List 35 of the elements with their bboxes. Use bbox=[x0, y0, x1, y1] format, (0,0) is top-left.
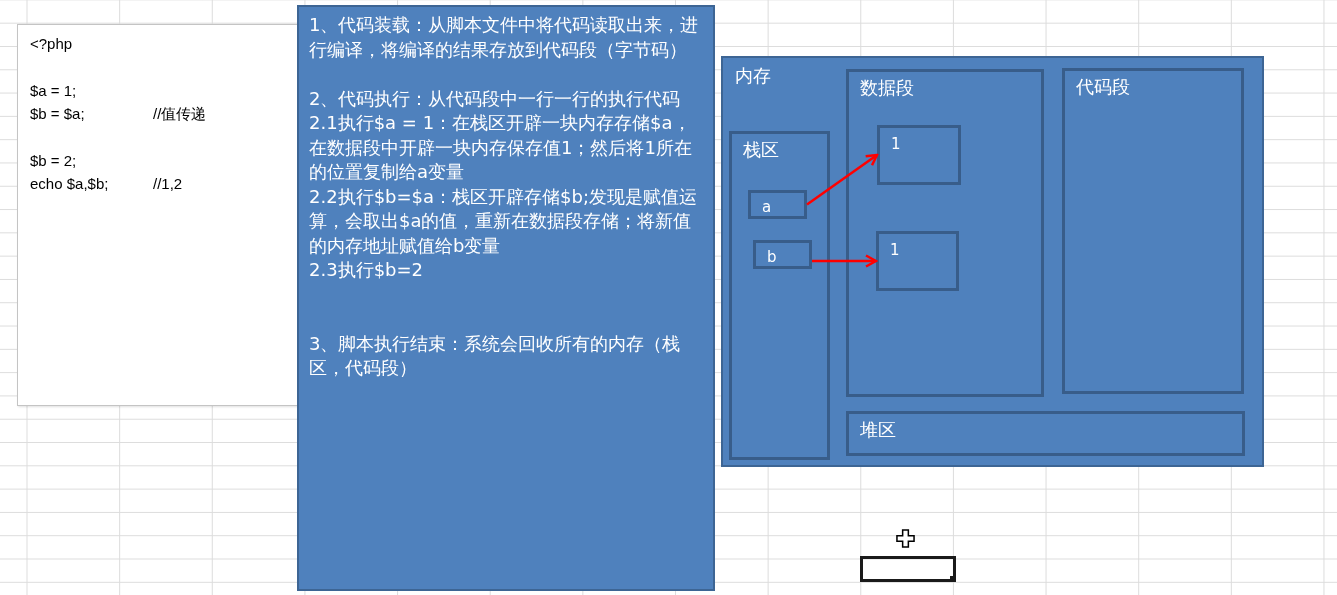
box-label: 内存 bbox=[734, 64, 772, 88]
variable-name: a bbox=[761, 197, 773, 218]
note-paragraph: 2.2执行$b=$a：栈区开辟存储$b;发现是赋值运算，会取出$a的值，重新在数据段存储；将新值的内存地址赋值给b变量 bbox=[309, 184, 698, 258]
box-label: 栈区 bbox=[742, 138, 780, 162]
note-paragraph: 2.3执行$b=2 bbox=[309, 258, 425, 282]
box-label: 代码段 bbox=[1075, 75, 1131, 99]
arrow bbox=[806, 153, 879, 206]
data-segment-box bbox=[846, 69, 1044, 397]
code-line: $b = 2; bbox=[30, 150, 77, 171]
stack-area-box bbox=[729, 131, 830, 460]
variable-box bbox=[748, 190, 807, 219]
box-label: 堆区 bbox=[859, 418, 897, 442]
heap-area-box bbox=[846, 411, 1245, 456]
code-comment: //1,2 bbox=[153, 174, 183, 195]
note-paragraph: 2、代码执行：从代码段中一行一行的执行代码 bbox=[309, 86, 682, 111]
code-panel bbox=[17, 24, 298, 406]
variable-name: b bbox=[766, 247, 778, 268]
code-line: echo $a,$b; bbox=[30, 174, 109, 195]
value-box bbox=[876, 231, 959, 291]
note-paragraph: 1、代码装载：从脚本文件中将代码读取出来，进行编译，将编译的结果存放到代码段（字节码） bbox=[309, 13, 700, 62]
code-line: $a = 1; bbox=[30, 81, 77, 101]
code-comment: //值传递 bbox=[153, 104, 207, 125]
variable-box bbox=[753, 240, 812, 269]
code-line: <?php bbox=[30, 34, 73, 55]
value-box bbox=[877, 125, 961, 185]
value-text: 1 bbox=[889, 240, 901, 261]
value-text: 1 bbox=[890, 134, 902, 155]
note-paragraph: 2.1执行$a = 1：在栈区开辟一块内存存储$a，在数据段中开辟一块内存保存值1；然后将1所在的位置复制给a变量 bbox=[309, 111, 693, 184]
code-line: $b = $a; bbox=[30, 104, 85, 125]
box-label: 数据段 bbox=[859, 76, 915, 100]
arrow bbox=[812, 254, 878, 268]
code-segment-box bbox=[1062, 68, 1244, 394]
note-paragraph: 3、脚本执行结束：系统会回收所有的内存（栈区，代码段） bbox=[309, 331, 682, 380]
memory-box bbox=[721, 56, 1264, 467]
notes-panel bbox=[297, 5, 715, 591]
